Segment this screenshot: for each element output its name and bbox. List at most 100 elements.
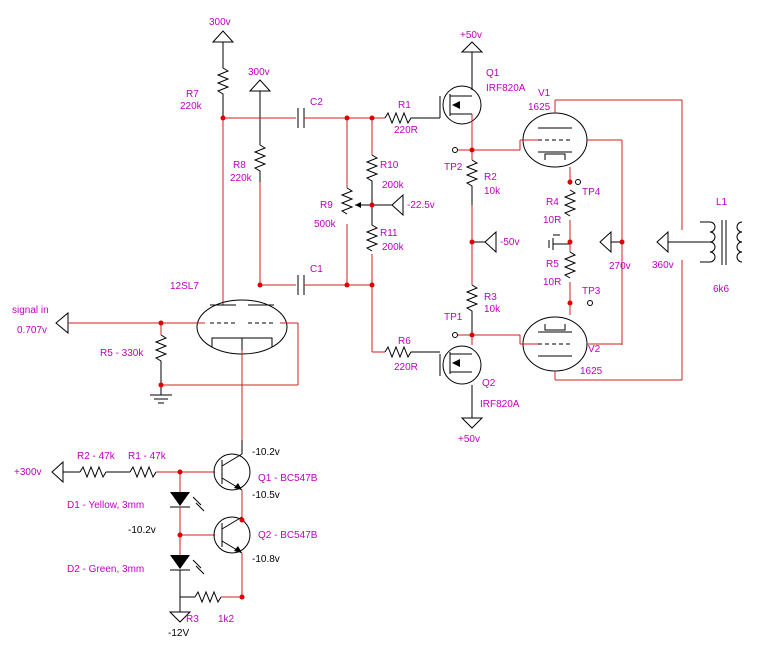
- label-r3-value: 10k: [484, 304, 501, 315]
- label-v1-type: 1625: [528, 102, 551, 113]
- resistor-r5: [154, 334, 168, 385]
- label-q2-bc547b: Q2 - BC547B: [258, 530, 318, 541]
- supply-arrow-q2-50v: [460, 417, 484, 429]
- label-r3-1k2-value: 1k2: [218, 614, 235, 625]
- junction-dots: [158, 115, 625, 600]
- label-c1: C1: [310, 264, 323, 275]
- capacitor-c1: [297, 275, 305, 295]
- label-270v: 270v: [609, 261, 631, 272]
- label-r10: R10: [380, 160, 399, 171]
- resistor-r4: [563, 189, 577, 217]
- label-v1: V1: [538, 88, 551, 99]
- resistor-r3-1k2: [194, 590, 222, 604]
- label-r5-10r: R5: [546, 259, 559, 270]
- supply-arrow-neg50: [484, 230, 497, 254]
- label-neg50v: -50v: [500, 237, 519, 248]
- label-tp2: TP2: [444, 162, 463, 173]
- label-plus300v: +300v: [14, 467, 42, 478]
- tube-12sl7: [196, 299, 288, 355]
- label-r10-value: 200k: [382, 180, 405, 191]
- label-tp1: TP1: [444, 312, 463, 323]
- supply-arrow-r8: [248, 79, 272, 145]
- label-signal-in: signal in: [12, 305, 49, 316]
- label-r2: R2: [484, 172, 497, 183]
- label-r1-47k: R1 - 47k: [128, 451, 167, 462]
- label-12sl7: 12SL7: [170, 281, 199, 292]
- label-neg10-2v-b: -10.2v: [128, 525, 156, 536]
- label-neg10-8v: -10.8v: [252, 554, 280, 565]
- diode-d1: [170, 492, 205, 512]
- label-c2: C2: [310, 97, 323, 108]
- supply-arrow-270: [599, 230, 612, 254]
- supply-arrow-r7: [211, 30, 235, 68]
- supply-arrow-neg12: [168, 611, 192, 623]
- potentiometer-r9: [340, 187, 354, 215]
- label-q1-type: IRF820A: [486, 83, 526, 94]
- resistor-r8: [253, 144, 267, 182]
- resistor-r1-47k: [129, 465, 157, 479]
- resistor-r1: [384, 111, 440, 125]
- supply-arrow-neg225: [391, 193, 404, 217]
- mosfet-q1: [439, 85, 482, 125]
- label-v2: V2: [588, 344, 601, 355]
- label-r7: R7: [186, 89, 199, 100]
- label-r6: R6: [398, 336, 411, 347]
- label-l1: L1: [716, 197, 728, 208]
- label-r1-value: 220R: [394, 125, 418, 136]
- label-neg12v: -12V: [168, 628, 189, 639]
- label-300v-r8: 300v: [248, 67, 270, 78]
- label-r8-value: 220k: [230, 173, 253, 184]
- resistor-r2-10k: [465, 159, 479, 205]
- resistor-r2-47k: [79, 465, 107, 479]
- label-r3: R3: [484, 292, 497, 303]
- label-r8: R8: [233, 160, 246, 171]
- label-r1: R1: [398, 100, 411, 111]
- label-q2: Q2: [482, 378, 496, 389]
- label-q2-type: IRF820A: [480, 399, 520, 410]
- label-q1: Q1: [486, 68, 500, 79]
- label-r5-10r-value: 10R: [543, 277, 561, 288]
- label-r4: R4: [546, 197, 559, 208]
- resistor-r5-10r: [563, 251, 577, 279]
- resistor-r10: [365, 154, 379, 205]
- label-neg22-5v: -22.5v: [407, 200, 435, 211]
- ground-symbol: [150, 394, 172, 404]
- supply-arrow-q1-50v: [460, 41, 484, 53]
- label-neg10-5v: -10.5v: [252, 490, 280, 501]
- label-neg10-2v-a: -10.2v: [252, 447, 280, 458]
- label-r2-value: 10k: [484, 186, 501, 197]
- supply-arrow-360: [656, 230, 669, 254]
- label-300v-r7: 300v: [209, 17, 231, 28]
- label-r6-value: 220R: [394, 362, 418, 373]
- label-l1-value: 6k6: [713, 284, 730, 295]
- label-r11: R11: [380, 228, 398, 239]
- transformer-l1: [700, 220, 743, 265]
- label-d1: D1 - Yellow, 3mm: [67, 500, 144, 511]
- label-r9-value: 500k: [314, 219, 337, 230]
- resistor-r7: [216, 67, 230, 118]
- transistor-q2-bc547b: [213, 516, 251, 554]
- label-v2-type: 1625: [580, 366, 603, 377]
- label-tp3: TP3: [582, 286, 601, 297]
- label-360v: 360v: [652, 260, 674, 271]
- label-r5-330k: R5 - 330k: [100, 348, 144, 359]
- diode-d2: [170, 555, 205, 575]
- resistor-r11: [365, 205, 379, 252]
- label-r3-1k2: R3: [186, 614, 199, 625]
- signal-in-arrow: [55, 311, 69, 335]
- label-signal-level: 0.707v: [17, 325, 47, 336]
- mosfet-q2: [439, 345, 482, 385]
- label-r2-47k: R2 - 47k: [77, 451, 116, 462]
- transistor-q1-bc547b: [213, 440, 251, 491]
- label-tp4: TP4: [582, 187, 601, 198]
- resistor-r6: [384, 345, 440, 359]
- label-r7-value: 220k: [180, 101, 203, 112]
- label-q1-bc547b: Q1 - BC547B: [258, 473, 318, 484]
- label-q2-supply: +50v: [458, 434, 480, 445]
- label-r4-value: 10R: [543, 215, 561, 226]
- capacitor-c2: [297, 108, 305, 128]
- resistor-r3-10k: [465, 284, 479, 335]
- supply-arrow-300: [51, 460, 64, 484]
